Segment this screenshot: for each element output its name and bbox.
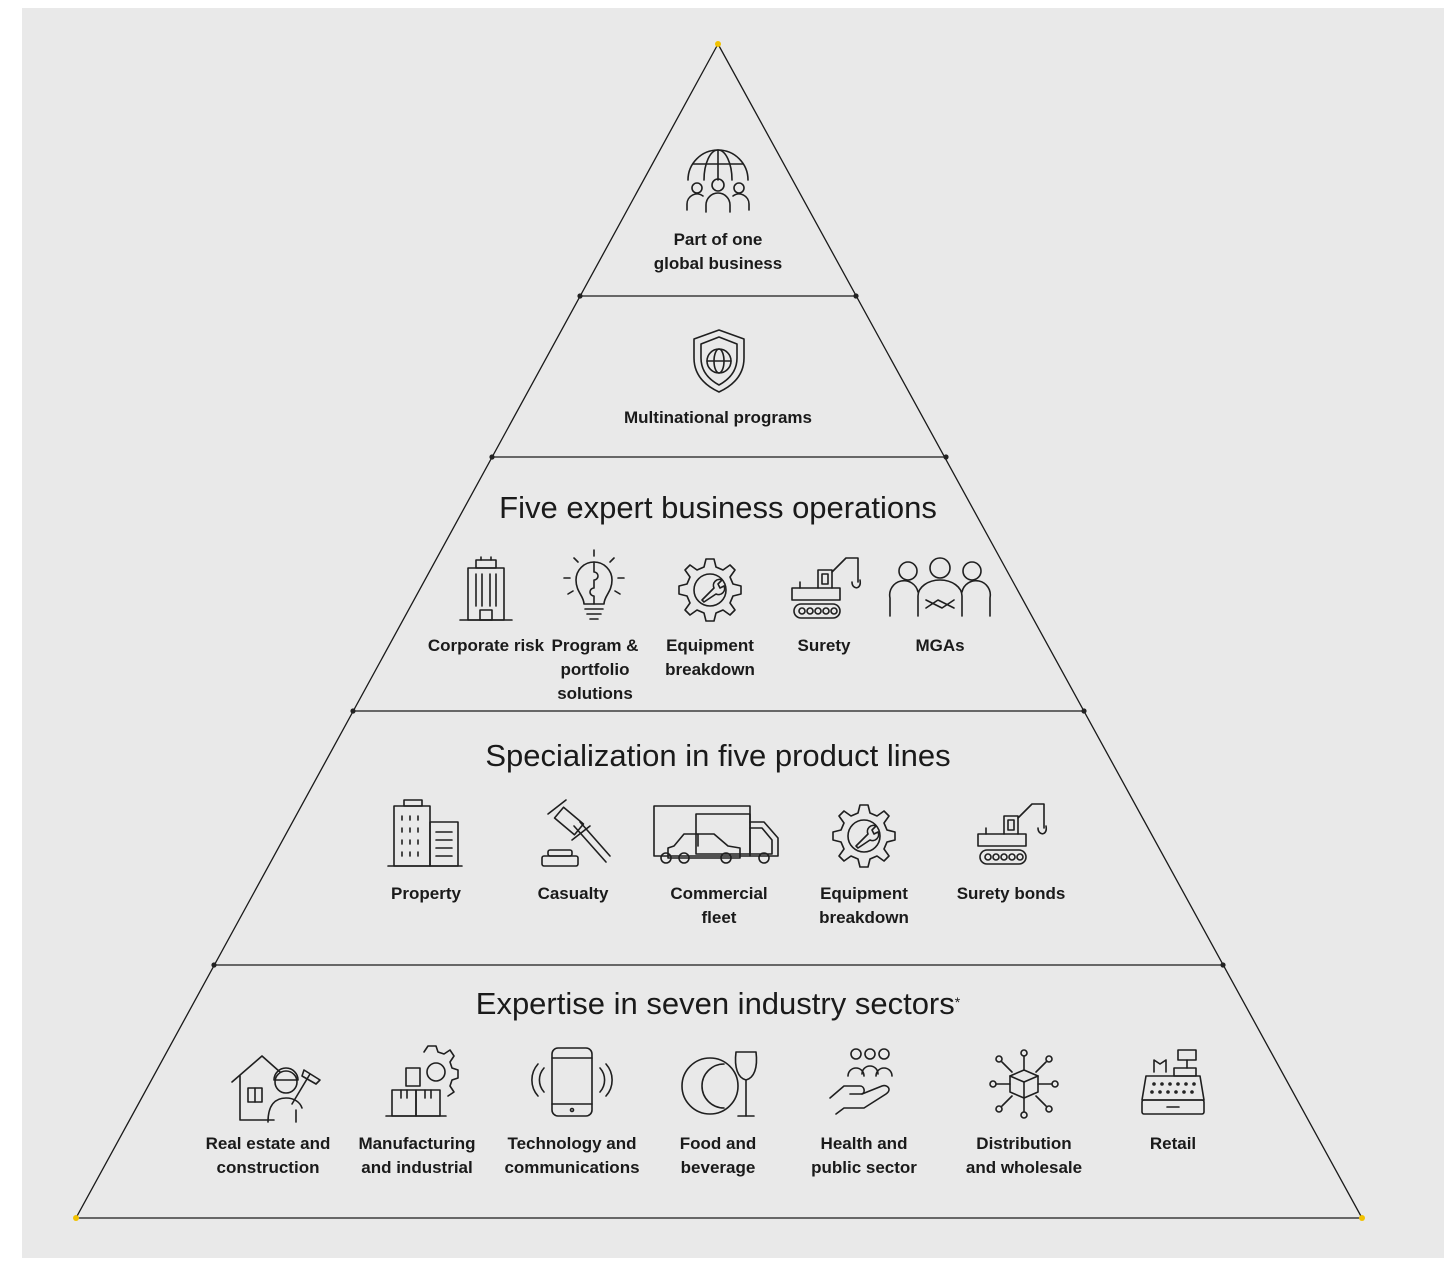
excavator-icon bbox=[974, 800, 1048, 866]
label-program-portfolio: Program & portfolio solutions bbox=[551, 636, 639, 703]
label-global-business: Part of one global business bbox=[653, 230, 783, 273]
label-surety: Surety bbox=[797, 636, 851, 655]
diagram-panel: Part of one global business Multinationa… bbox=[22, 8, 1444, 1258]
heading-operations: Five expert business operations bbox=[499, 490, 937, 525]
label-equipment-breakdown-ops: Equipment breakdown bbox=[665, 636, 755, 679]
office-tower-icon bbox=[454, 556, 518, 622]
buildings-icon bbox=[386, 798, 464, 868]
house-builder-icon bbox=[230, 1048, 326, 1124]
label-retail: Retail bbox=[1149, 1134, 1197, 1153]
heading-sectors: Expertise in seven industry sectors* bbox=[475, 986, 961, 1021]
label-technology: Technology and communications bbox=[504, 1134, 640, 1177]
pyramid-triangle bbox=[74, 42, 1364, 1219]
gavel-icon bbox=[536, 799, 611, 870]
network-box-icon bbox=[988, 1048, 1060, 1120]
plate-glass-icon bbox=[680, 1048, 760, 1120]
label-casualty: Casualty bbox=[537, 884, 609, 903]
people-group-icon bbox=[888, 556, 992, 618]
lightbulb-puzzle-icon bbox=[560, 548, 628, 622]
label-surety-bonds: Surety bonds bbox=[956, 884, 1066, 903]
label-multinational: Multinational programs bbox=[624, 408, 812, 427]
apex-dot bbox=[715, 41, 721, 47]
smartphone-icon bbox=[530, 1046, 614, 1118]
factory-gear-icon bbox=[384, 1044, 460, 1118]
label-mgas: MGAs bbox=[915, 636, 965, 655]
shield-globe-icon bbox=[690, 328, 748, 394]
label-commercial-fleet: Commercial fleet bbox=[670, 884, 768, 927]
hand-people-icon bbox=[826, 1048, 900, 1116]
gear-wrench-icon bbox=[676, 556, 744, 624]
fleet-vehicles-icon bbox=[652, 804, 786, 866]
excavator-icon bbox=[788, 554, 862, 620]
heading-products: Specialization in five product lines bbox=[485, 738, 951, 773]
label-corporate-risk: Corporate risk bbox=[427, 636, 545, 655]
label-food: Food and beverage bbox=[679, 1134, 757, 1177]
globe-people-icon bbox=[684, 144, 752, 214]
heading-footnote-mark: * bbox=[954, 994, 961, 1010]
label-real-estate: Real estate and construction bbox=[205, 1134, 331, 1177]
label-equipment-breakdown-products: Equipment breakdown bbox=[819, 884, 909, 927]
label-distribution: Distribution and wholesale bbox=[965, 1134, 1083, 1177]
label-health: Health and public sector bbox=[811, 1134, 917, 1177]
gear-wrench-icon bbox=[830, 802, 898, 870]
corner-dot-left bbox=[73, 1215, 79, 1221]
label-manufacturing: Manufacturing and industrial bbox=[358, 1134, 476, 1177]
pyramid-outline bbox=[73, 41, 1365, 1221]
corner-dot-right bbox=[1359, 1215, 1365, 1221]
cash-register-icon bbox=[1138, 1048, 1208, 1118]
label-property: Property bbox=[391, 884, 461, 903]
